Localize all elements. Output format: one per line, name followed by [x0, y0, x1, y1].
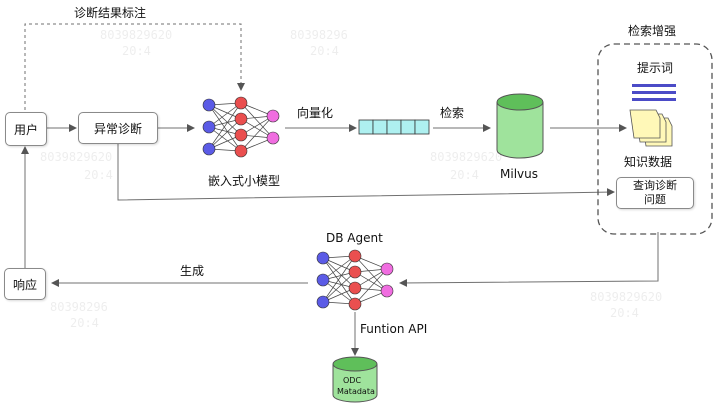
generate-label: 生成	[180, 264, 205, 278]
odc-label-line2: Matadata	[337, 387, 375, 396]
edge-enhance-agent	[399, 232, 659, 287]
neuron-node	[266, 109, 280, 123]
network-connection	[208, 102, 242, 150]
neuron-node	[316, 295, 330, 309]
odc-label-line1: ODC	[343, 376, 362, 385]
vector-cells	[358, 119, 430, 135]
retrieval-enhance-group	[597, 43, 713, 235]
knowledge-data-label: 知识数据	[624, 155, 673, 169]
network-connection	[354, 255, 388, 292]
neuron-node	[380, 262, 394, 276]
milvus-label: Milvus	[500, 167, 538, 181]
network-connection	[208, 126, 242, 152]
neuron-node	[234, 96, 248, 110]
user-label: 用户	[13, 122, 38, 137]
odc-metadata-cylinder-icon	[332, 356, 378, 403]
query-diagnosis-node[interactable]: 查询诊断 问题	[616, 177, 694, 209]
network-connection	[322, 255, 356, 281]
neuron-node	[348, 297, 362, 311]
neuron-node	[202, 120, 216, 134]
documents-icon	[629, 109, 673, 147]
network-connection	[322, 255, 356, 303]
query-label-line1: 查询诊断	[633, 179, 677, 192]
neuron-node	[234, 128, 248, 142]
diagnosis-result-label: 诊断结果标注	[74, 6, 147, 20]
neuron-node	[316, 251, 330, 265]
prompt-lines-icon	[632, 84, 676, 101]
anomaly-diagnosis-label: 异常诊断	[93, 121, 142, 136]
neuron-node	[266, 131, 280, 145]
network-connection	[354, 268, 388, 305]
prompt-label: 提示词	[637, 61, 674, 75]
function-api-label: Funtion API	[360, 322, 428, 336]
response-node[interactable]: 响应	[4, 268, 46, 300]
neuron-node	[202, 98, 216, 112]
network-connection	[208, 104, 242, 152]
neuron-node	[380, 284, 394, 298]
edge-feedback	[24, 23, 245, 110]
user-node[interactable]: 用户	[5, 112, 47, 146]
response-label: 响应	[12, 277, 37, 292]
retrieval-enhance-label: 检索增强	[628, 24, 677, 38]
vectorize-label: 向量化	[297, 106, 334, 120]
network-connection	[208, 104, 242, 136]
network-connection	[322, 257, 356, 305]
network-connection	[240, 102, 274, 139]
neuron-node	[348, 265, 362, 279]
embed-model-network-icon	[202, 96, 280, 158]
db-agent-network-icon	[316, 249, 394, 311]
neuron-node	[316, 273, 330, 287]
neuron-node	[348, 249, 362, 263]
edge-diagnosis-query	[117, 144, 615, 201]
db-agent-label: DB Agent	[326, 231, 383, 245]
network-connection	[208, 118, 242, 150]
neuron-node	[234, 112, 248, 126]
connectors	[21, 23, 659, 356]
network-connection	[322, 279, 356, 305]
milvus-cylinder-icon	[496, 93, 544, 159]
network-connection	[322, 271, 356, 303]
network-connection	[208, 102, 242, 128]
retrieve-label: 检索	[440, 106, 465, 120]
embed-model-label: 嵌入式小模型	[208, 174, 281, 188]
neuron-node	[202, 142, 216, 156]
neuron-node	[348, 281, 362, 295]
neuron-node	[234, 144, 248, 158]
network-connection	[322, 257, 356, 289]
query-label-line2: 问题	[644, 193, 666, 206]
anomaly-diagnosis-node[interactable]: 异常诊断	[78, 112, 158, 144]
network-connection	[240, 115, 274, 152]
